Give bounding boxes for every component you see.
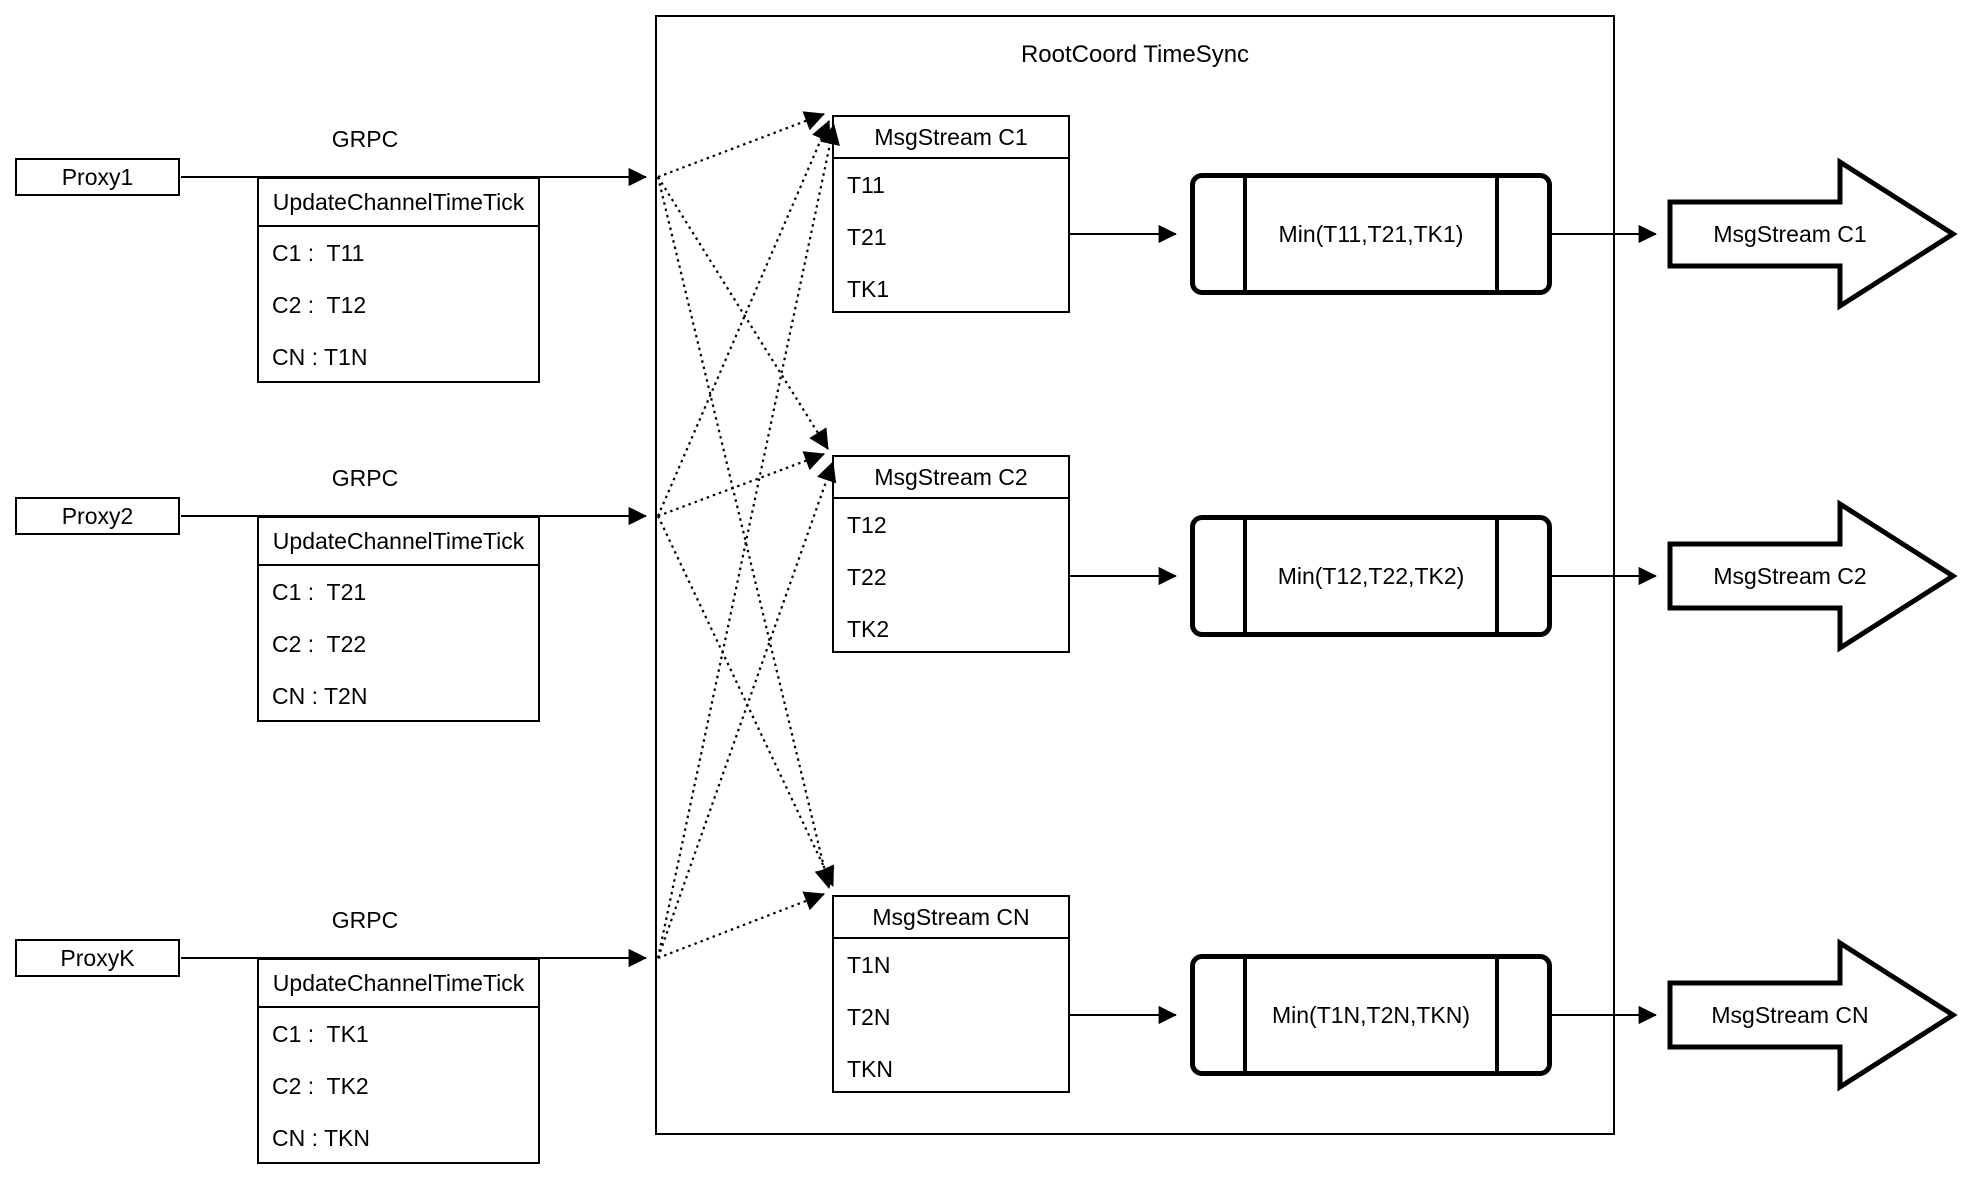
min-left-divider <box>1243 959 1247 1071</box>
table-header: UpdateChannelTimeTick <box>259 960 538 1008</box>
table-row: T21 <box>847 223 887 250</box>
update-timetick-table: UpdateChannelTimeTick C1 : TK1 C2 : TK2 … <box>257 958 540 1164</box>
min-box: Min(T1N,T2N,TKN) <box>1190 954 1552 1076</box>
table-row: C1 : T21 <box>272 578 367 605</box>
grpc-label: GRPC <box>331 465 399 491</box>
min-label: Min(T11,T21,TK1) <box>1278 220 1464 247</box>
grpc-label: GRPC <box>331 126 399 152</box>
min-right-divider <box>1495 959 1499 1071</box>
output-arrow-label: MsgStream C1 <box>1713 221 1867 247</box>
proxy-box: Proxy1 <box>15 158 180 196</box>
output-arrow-label: MsgStream C2 <box>1713 563 1867 589</box>
proxy-label: ProxyK <box>60 944 135 971</box>
msgstream-table: MsgStream C2 T12 T22 TK2 <box>832 455 1070 653</box>
update-timetick-table: UpdateChannelTimeTick C1 : T11 C2 : T12 … <box>257 177 540 383</box>
table-header: UpdateChannelTimeTick <box>259 518 538 566</box>
table-row: TK1 <box>847 275 890 302</box>
min-box: Min(T11,T21,TK1) <box>1190 173 1552 295</box>
proxy-box: Proxy2 <box>15 497 180 535</box>
min-label: Min(T1N,T2N,TKN) <box>1271 1001 1471 1028</box>
table-row: C1 : T11 <box>272 239 365 266</box>
table-row: CN : TKN <box>272 1124 370 1151</box>
table-header: MsgStream C2 <box>834 457 1068 499</box>
table-row: CN : T2N <box>272 682 368 709</box>
table-row: CN : T1N <box>272 343 368 370</box>
rootcoord-title: RootCoord TimeSync <box>1020 41 1250 68</box>
min-right-divider <box>1495 520 1499 632</box>
table-header: MsgStream CN <box>834 897 1068 939</box>
msgstream-table: MsgStream C1 T11 T21 TK1 <box>832 115 1070 313</box>
table-row: T2N <box>847 1003 891 1030</box>
min-box: Min(T12,T22,TK2) <box>1190 515 1552 637</box>
table-row: C2 : TK2 <box>272 1072 369 1099</box>
proxy-label: Proxy1 <box>61 163 134 190</box>
table-row: C1 : TK1 <box>272 1020 369 1047</box>
msgstream-table: MsgStream CN T1N T2N TKN <box>832 895 1070 1093</box>
table-row: C2 : T22 <box>272 630 367 657</box>
table-row: T12 <box>847 511 887 538</box>
proxy-label: Proxy2 <box>61 502 134 529</box>
proxy-box: ProxyK <box>15 939 180 977</box>
table-row: C2 : T12 <box>272 291 367 318</box>
table-row: T11 <box>847 171 885 198</box>
table-row: T22 <box>847 563 887 590</box>
min-left-divider <box>1243 520 1247 632</box>
table-row: TK2 <box>847 615 890 642</box>
table-row: T1N <box>847 951 891 978</box>
min-left-divider <box>1243 178 1247 290</box>
min-right-divider <box>1495 178 1499 290</box>
grpc-label: GRPC <box>331 907 399 933</box>
table-row: TKN <box>847 1055 893 1082</box>
table-header: MsgStream C1 <box>834 117 1068 159</box>
update-timetick-table: UpdateChannelTimeTick C1 : T21 C2 : T22 … <box>257 516 540 722</box>
output-arrow-label: MsgStream CN <box>1711 1002 1869 1028</box>
table-header: UpdateChannelTimeTick <box>259 179 538 227</box>
min-label: Min(T12,T22,TK2) <box>1277 562 1465 589</box>
